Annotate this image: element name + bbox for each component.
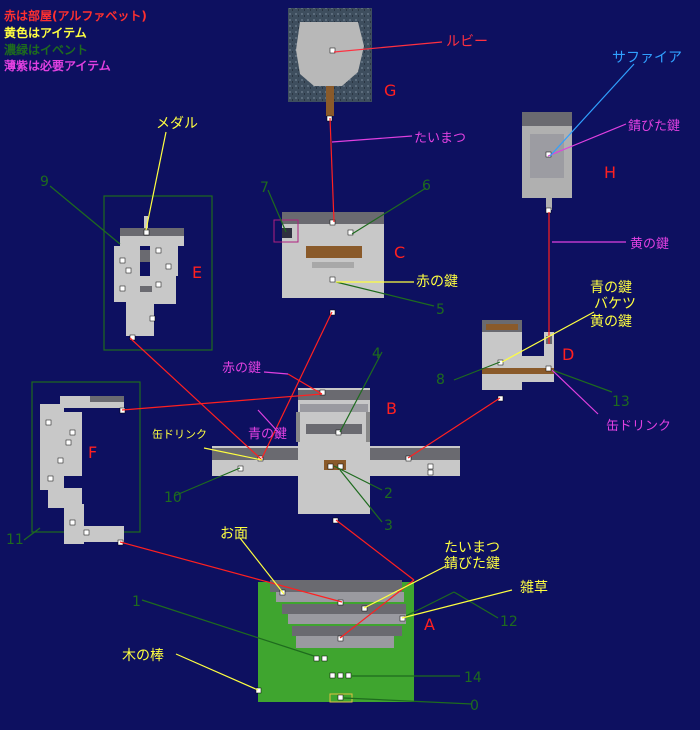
- required-label-can-drink: 缶ドリンク: [606, 419, 671, 434]
- event-lines: [23, 185, 613, 705]
- item-label-stick: 木の棒: [122, 648, 164, 664]
- required-label-yellow-key: 黄の鍵: [630, 236, 669, 252]
- room-label-a: A: [424, 615, 435, 634]
- room-f-area: [31, 381, 141, 546]
- legend-events: 濃緑はイベント: [4, 43, 89, 57]
- room-e-area: [103, 195, 213, 351]
- item-label-weeds: 雑草: [520, 580, 548, 596]
- room-label-h: H: [604, 163, 616, 182]
- event-label-9: 9: [40, 174, 49, 190]
- item-label-medal: メダル: [156, 116, 198, 132]
- room-a-area: [255, 580, 414, 703]
- gem-label-sapphire: サファイア: [612, 50, 682, 66]
- item-label-torch-a: たいまつ: [444, 540, 500, 556]
- item-label-rusty-key-a: 錆びた鍵: [444, 555, 500, 572]
- required-label-rusty-key: 錆びた鍵: [628, 118, 680, 134]
- legend-required: 薄紫は必要アイテム: [4, 59, 111, 73]
- required-label-torch: たいまつ: [414, 131, 466, 146]
- room-label-b: B: [386, 399, 397, 418]
- room-b-area: [212, 388, 460, 524]
- ruby-line: [333, 41, 443, 53]
- room-g-area: [288, 8, 372, 122]
- event-label-4: 4: [372, 346, 381, 362]
- event-label-11: 11: [6, 532, 24, 548]
- item-label-yellow-key: 黄の鍵: [590, 313, 632, 330]
- event-label-8: 8: [436, 372, 445, 388]
- event-label-5: 5: [436, 302, 445, 318]
- event-label-3: 3: [384, 518, 393, 534]
- event-label-0: 0: [470, 698, 479, 714]
- room-label-f: F: [88, 443, 97, 462]
- item-label-can-drink-b: 缶ドリンク: [152, 427, 207, 441]
- event-label-2: 2: [384, 486, 393, 502]
- room-label-d: D: [562, 345, 574, 364]
- item-label-blue-key: 青の鍵: [590, 280, 632, 296]
- event-label-6: 6: [422, 178, 431, 194]
- gem-label-ruby: ルビー: [446, 34, 488, 50]
- event-label-14: 14: [464, 670, 482, 686]
- required-lines: [257, 123, 627, 435]
- event-label-13: 13: [612, 394, 630, 410]
- item-lines: [145, 131, 595, 691]
- room-label-c: C: [394, 243, 405, 262]
- item-label-red-key: 赤の鍵: [416, 274, 458, 290]
- room-c-area: [273, 212, 384, 316]
- event-label-12: 12: [500, 614, 518, 630]
- room-label-e: E: [192, 263, 202, 282]
- event-label-1: 1: [132, 594, 141, 610]
- legend-rooms: 赤は部屋(アルファベット): [4, 9, 147, 23]
- room-label-g: G: [384, 81, 396, 100]
- room-connections: [119, 117, 550, 639]
- event-label-7: 7: [260, 180, 269, 196]
- legend-items: 黄色はアイテム: [4, 26, 87, 40]
- event-label-10: 10: [164, 490, 182, 506]
- required-label-red-key: 赤の鍵: [222, 360, 261, 376]
- room-d-area: [482, 320, 554, 402]
- sapphire-line: [549, 63, 635, 157]
- room-h-area: [522, 112, 572, 214]
- item-label-mask: お面: [220, 526, 248, 542]
- item-label-bucket: バケツ: [594, 296, 636, 312]
- required-label-blue-key: 青の鍵: [248, 426, 287, 442]
